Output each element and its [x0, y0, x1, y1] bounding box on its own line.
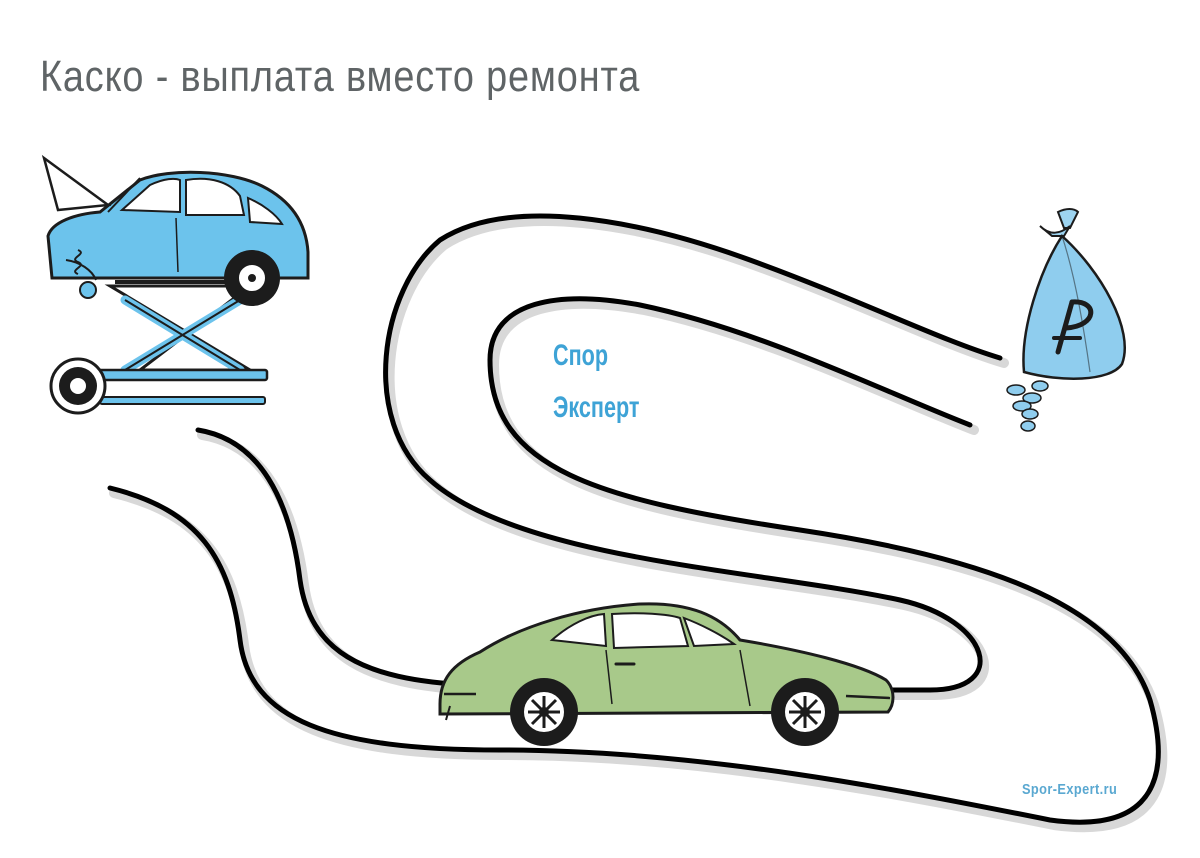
green-car-icon — [438, 602, 895, 746]
page-title: Каско - выплата вместо ремонта — [40, 52, 641, 101]
brand-logo-text: Спор Эксперт — [553, 330, 639, 434]
brand-line-2: Эксперт — [553, 391, 640, 424]
watermark: Spor-Expert.ru — [1022, 781, 1118, 798]
car-on-lift-icon — [41, 154, 310, 415]
money-bag-ruble-icon — [1006, 208, 1127, 432]
brand-line-1: Спор — [553, 339, 609, 372]
winding-road — [107, 213, 1168, 833]
